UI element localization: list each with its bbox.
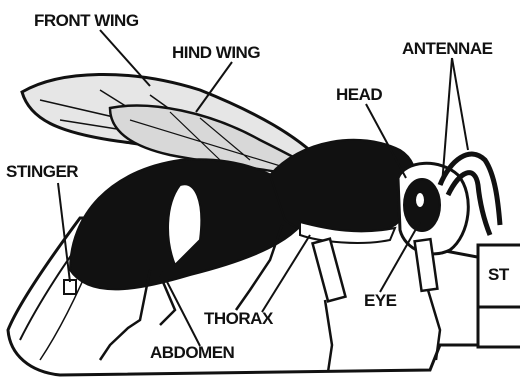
label-abdomen: ABDOMEN [150, 344, 234, 361]
label-antennae: ANTENNAE [402, 40, 492, 57]
label-stinger: STINGER [6, 163, 78, 180]
stinger-marker [64, 280, 76, 294]
label-thorax: THORAX [204, 310, 273, 327]
label-front-wing: FRONT WING [34, 12, 139, 29]
label-hind-wing: HIND WING [172, 44, 260, 61]
label-eye: EYE [364, 292, 397, 309]
cut-off-box [478, 245, 520, 347]
label-head: HEAD [336, 86, 382, 103]
label-cut-box: ST [488, 266, 509, 283]
